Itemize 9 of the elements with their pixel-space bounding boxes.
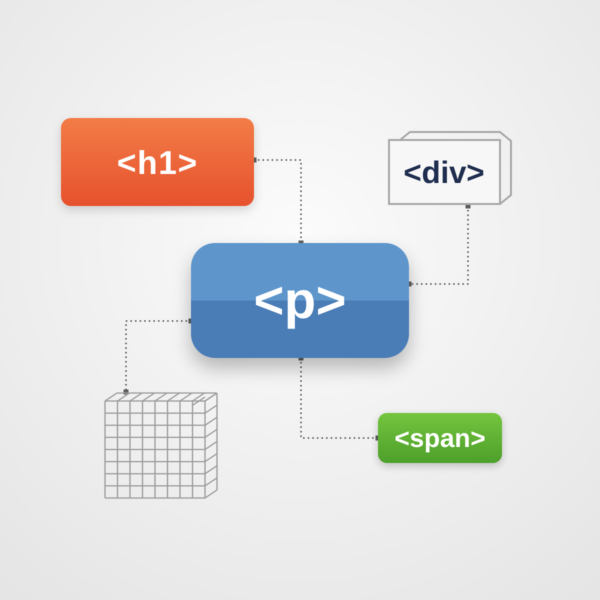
tag-box (61, 118, 254, 206)
stacked-panel (388, 131, 512, 206)
large-tag-box (191, 243, 409, 358)
tag-label: <span> (394, 425, 486, 451)
tag-label: <div> (404, 156, 484, 188)
tag-label: <p> (254, 274, 346, 326)
tag-label: <h1> (116, 146, 198, 178)
small-tag-box (378, 413, 502, 463)
wireframe-grid-cube (104, 392, 218, 499)
